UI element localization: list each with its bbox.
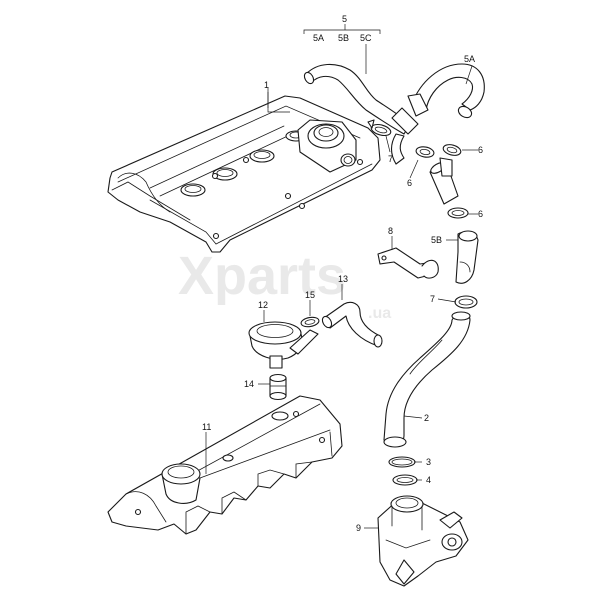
hose-5-upper [303, 63, 485, 165]
label-5B-top: 5B [338, 33, 349, 43]
label-7-lower: 7 [430, 294, 435, 304]
oil-separator-9 [377, 495, 469, 587]
watermark-domain: .ua [368, 305, 391, 322]
label-7-upper: 7 [388, 154, 393, 164]
label-5B-right: 5B [431, 235, 442, 245]
clamp-7-lower [454, 295, 478, 309]
valve-12 [248, 321, 319, 369]
hose-5-tee-section [429, 157, 459, 205]
watermark-brand: Xparts [178, 246, 346, 306]
label-8: 8 [388, 226, 393, 236]
label-14: 14 [244, 379, 254, 389]
label-6-a: 6 [478, 145, 483, 155]
clamp-7-upper [367, 119, 392, 137]
label-1: 1 [264, 80, 269, 90]
label-5A-right: 5A [464, 54, 475, 64]
label-4: 4 [426, 475, 431, 485]
clamp-6-a [442, 144, 462, 156]
ring-3 [388, 456, 416, 468]
part-labels: 5 5A 5B 5C 5A 1 7 6 6 6 8 5B 13 15 12 7 … [202, 14, 483, 533]
clamp-6-b [415, 146, 435, 158]
lower-valve-cover [107, 395, 343, 535]
clamp-15 [300, 316, 320, 328]
label-5A-top: 5A [313, 33, 324, 43]
hose-5B-right [455, 230, 479, 284]
label-6-c: 6 [478, 209, 483, 219]
fitting-14 [269, 373, 287, 401]
upper-valve-cover [107, 95, 381, 253]
leader-lines [205, 24, 478, 529]
label-13: 13 [338, 274, 348, 284]
label-9: 9 [356, 523, 361, 533]
label-5C-top: 5C [360, 33, 372, 43]
seal-4 [392, 474, 418, 486]
hose-13 [321, 301, 383, 348]
label-3: 3 [426, 457, 431, 467]
bracket-8 [377, 247, 439, 279]
label-11: 11 [202, 422, 211, 432]
hose-2 [383, 311, 471, 448]
clamp-6-c [447, 207, 469, 219]
label-15: 15 [305, 290, 315, 300]
label-5: 5 [342, 14, 347, 24]
label-2: 2 [424, 413, 429, 423]
label-6-b: 6 [407, 178, 412, 188]
label-12: 12 [258, 300, 268, 310]
